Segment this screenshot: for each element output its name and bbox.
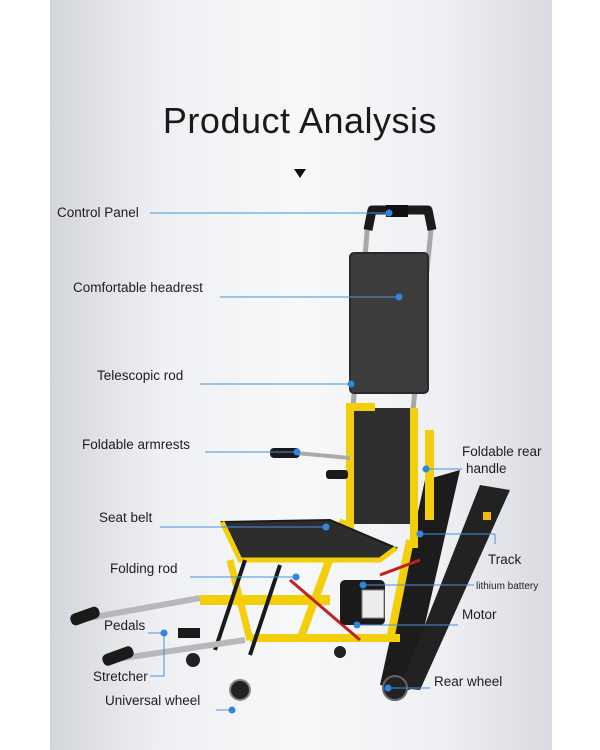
wheels xyxy=(186,646,408,701)
label-armrests: Foldable armrests xyxy=(82,437,191,452)
callout-lines xyxy=(148,212,496,711)
label-motor: Motor xyxy=(462,607,497,622)
label-seat-belt: Seat belt xyxy=(99,510,153,525)
armrest-handle xyxy=(270,448,300,458)
label-universal-wheel: Universal wheel xyxy=(105,693,201,708)
background-panel xyxy=(50,0,552,750)
callout-dots xyxy=(160,209,430,714)
label-track: Track xyxy=(488,552,522,567)
label-pedals: Pedals xyxy=(104,618,146,633)
label-headrest: Comfortable headrest xyxy=(73,280,203,295)
folding-rod-red xyxy=(289,558,421,642)
seat xyxy=(220,518,398,561)
page-title: Product Analysis xyxy=(162,100,438,141)
label-stretcher: Stretcher xyxy=(93,669,148,684)
down-arrow-icon xyxy=(294,169,306,178)
label-rear-handle-line2: handle xyxy=(466,461,507,476)
back-cushion xyxy=(352,408,414,524)
label-telescopic-rod: Telescopic rod xyxy=(97,368,184,383)
label-rear-handle-line1: Foldable rear xyxy=(462,444,542,459)
legs xyxy=(213,559,282,656)
headrest-cushion xyxy=(349,252,429,394)
label-folding-rod: Folding rod xyxy=(110,561,178,576)
pedal xyxy=(178,628,200,638)
stretcher-bars xyxy=(70,595,246,666)
battery xyxy=(361,589,385,619)
label-battery: lithium battery xyxy=(476,581,539,592)
label-control-panel: Control Panel xyxy=(57,205,139,220)
label-rear-wheel: Rear wheel xyxy=(434,674,503,689)
